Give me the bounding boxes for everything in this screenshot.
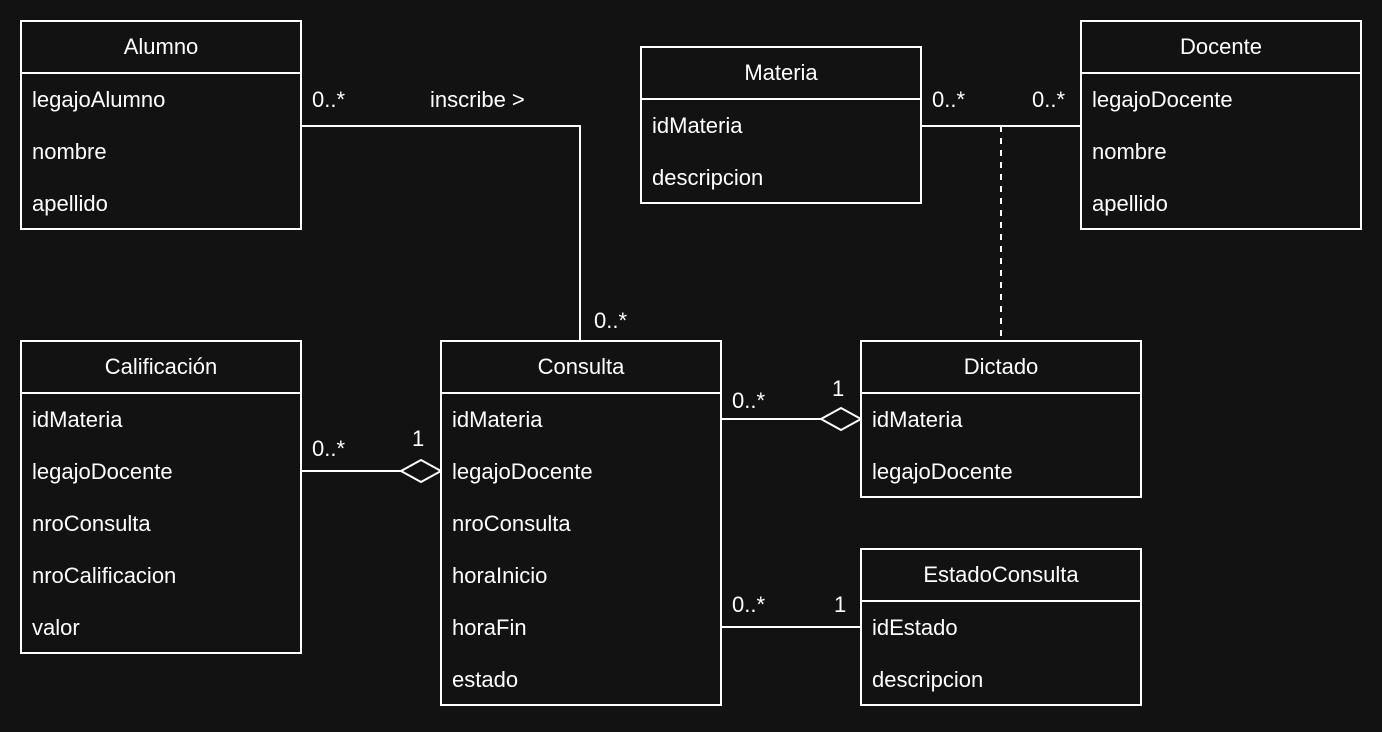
aggregation-diamond-dictado <box>818 406 864 432</box>
attribute: idEstado <box>872 615 958 640</box>
multiplicity-estado: 1 <box>834 592 847 617</box>
attribute: horaFin <box>452 615 527 640</box>
attribute: legajoAlumno <box>32 87 166 112</box>
multiplicity-consulta-right: 0..* <box>732 388 766 413</box>
attribute: idMateria <box>652 113 743 138</box>
attribute: legajoDocente <box>32 459 173 484</box>
class-estado-consulta[interactable]: EstadoConsulta idEstado descripcion <box>860 548 1142 706</box>
multiplicity-materia: 0..* <box>932 87 966 112</box>
class-docente[interactable]: Docente legajoDocente nombre apellido <box>1080 20 1362 230</box>
attribute: descripcion <box>872 667 984 692</box>
attribute: estado <box>452 667 519 692</box>
multiplicity-consulta-bottom: 0..* <box>732 592 766 617</box>
attribute: legajoDocente <box>1092 87 1233 112</box>
attribute: idMateria <box>872 407 963 432</box>
attribute: nroConsulta <box>452 511 571 536</box>
multiplicity-consulta-left: 1 <box>412 426 425 451</box>
attribute: apellido <box>32 191 108 216</box>
class-alumno[interactable]: Alumno legajoAlumno nombre apellido <box>20 20 302 230</box>
class-docente-title: Docente <box>1082 22 1360 74</box>
aggregation-diamond-consulta <box>398 458 444 484</box>
multiplicity-consulta-top: 0..* <box>594 308 628 333</box>
multiplicity-docente: 0..* <box>1032 87 1066 112</box>
attribute: legajoDocente <box>872 459 1013 484</box>
attribute: legajoDocente <box>452 459 593 484</box>
class-estado-consulta-title: EstadoConsulta <box>862 550 1140 602</box>
class-calificacion[interactable]: Calificación idMateria legajoDocente nro… <box>20 340 302 654</box>
attribute: nroConsulta <box>32 511 151 536</box>
edge-alumno-consulta <box>302 125 581 341</box>
class-consulta[interactable]: Consulta idMateria legajoDocente nroCons… <box>440 340 722 706</box>
multiplicity-alumno: 0..* <box>312 87 346 112</box>
multiplicity-dictado: 1 <box>832 376 845 401</box>
class-materia[interactable]: Materia idMateria descripcion <box>640 46 922 204</box>
attribute: nroCalificacion <box>32 563 177 588</box>
association-name-inscribe: inscribe > <box>430 87 525 112</box>
multiplicity-calificacion: 0..* <box>312 436 346 461</box>
class-dictado-title: Dictado <box>862 342 1140 394</box>
attribute: apellido <box>1092 191 1168 216</box>
attribute: nombre <box>32 139 107 164</box>
attribute: horaInicio <box>452 563 548 588</box>
attribute: nombre <box>1092 139 1167 164</box>
class-consulta-title: Consulta <box>442 342 720 394</box>
attribute: idMateria <box>32 407 123 432</box>
attribute: idMateria <box>452 407 543 432</box>
class-alumno-title: Alumno <box>22 22 300 74</box>
class-dictado[interactable]: Dictado idMateria legajoDocente <box>860 340 1142 498</box>
class-materia-title: Materia <box>642 48 920 100</box>
attribute: valor <box>32 615 80 640</box>
attribute: descripcion <box>652 165 764 190</box>
class-calificacion-title: Calificación <box>22 342 300 394</box>
